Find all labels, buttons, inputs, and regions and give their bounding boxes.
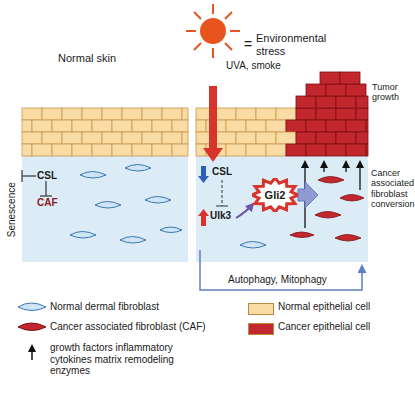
normal-fibroblasts	[70, 165, 266, 249]
gene-label: CSL	[212, 166, 232, 178]
legend-text: Cancer associated fibroblast (CAF)	[50, 321, 240, 333]
legend-text: growth factors inflammatory cytokines ma…	[50, 342, 175, 377]
feedback-arrow	[200, 250, 362, 290]
stress-label: Environmental stress	[256, 32, 336, 57]
equals-sign: =	[244, 36, 252, 52]
gene-label: Ulk3	[210, 210, 231, 222]
dermis-left	[22, 156, 188, 262]
legend-text: Normal epithelial cell	[278, 301, 408, 313]
node-text: Gli2	[252, 189, 298, 201]
sun-icon	[186, 4, 240, 58]
legend-fibroblast-sample	[18, 303, 46, 311]
epithelial-cells	[22, 72, 368, 156]
decrease-arrow	[198, 166, 209, 183]
conversion-arrow	[298, 182, 318, 208]
legend-arrow-sample	[31, 346, 33, 360]
process-label: Autophagy, Mitophagy	[228, 274, 327, 286]
gene-label: CSL	[37, 170, 57, 182]
legend-swatch	[248, 303, 274, 315]
starburst-node: Gli2	[252, 178, 298, 212]
side-label: Cancer associated fibroblast conversion	[371, 168, 414, 209]
panel-title: Normal skin	[58, 52, 116, 65]
gene-label: CAF	[37, 197, 58, 209]
activation-arrow	[236, 204, 253, 218]
cancer-associated-fibroblasts	[290, 177, 364, 242]
legend-text: Normal dermal fibroblast	[50, 301, 230, 313]
legend-caf-sample	[18, 323, 46, 331]
stress-arrow	[203, 86, 223, 162]
increase-arrow	[198, 209, 209, 226]
senescence-label: Senescence	[6, 182, 18, 237]
inhibition-line	[216, 180, 228, 206]
side-label: Tumor growth	[372, 82, 414, 103]
legend-swatch	[248, 323, 274, 335]
dermis-right	[196, 156, 368, 262]
stress-source: UVA, smoke	[226, 60, 281, 72]
legend-text: Cancer epithelial cell	[278, 321, 408, 333]
